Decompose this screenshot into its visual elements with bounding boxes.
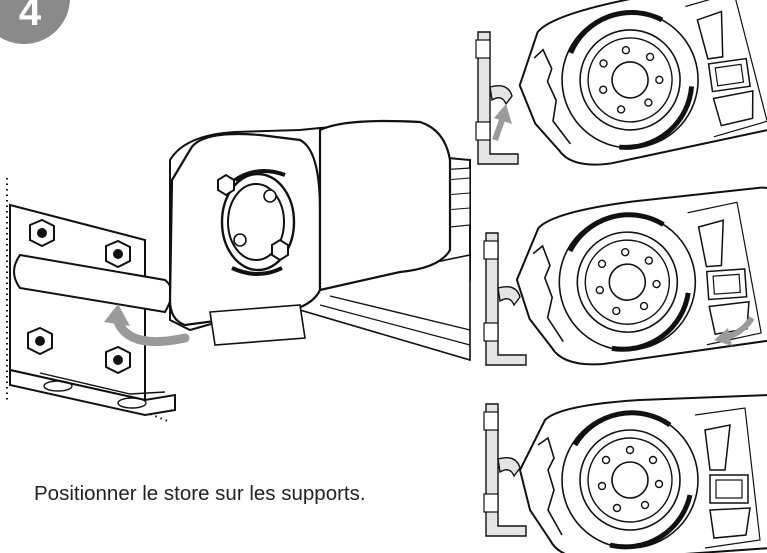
rotate-arrow-icon <box>714 316 755 346</box>
main-illustration <box>6 119 471 423</box>
step-view-2 <box>483 184 767 370</box>
up-arrow-icon <box>492 104 512 141</box>
instruction-caption: Positionner le store sur les supports. <box>34 482 366 505</box>
step-number: 4 <box>18 0 42 34</box>
curved-arrow-icon <box>104 304 190 347</box>
step-view-3 <box>483 395 767 553</box>
step-view-1 <box>475 0 767 174</box>
